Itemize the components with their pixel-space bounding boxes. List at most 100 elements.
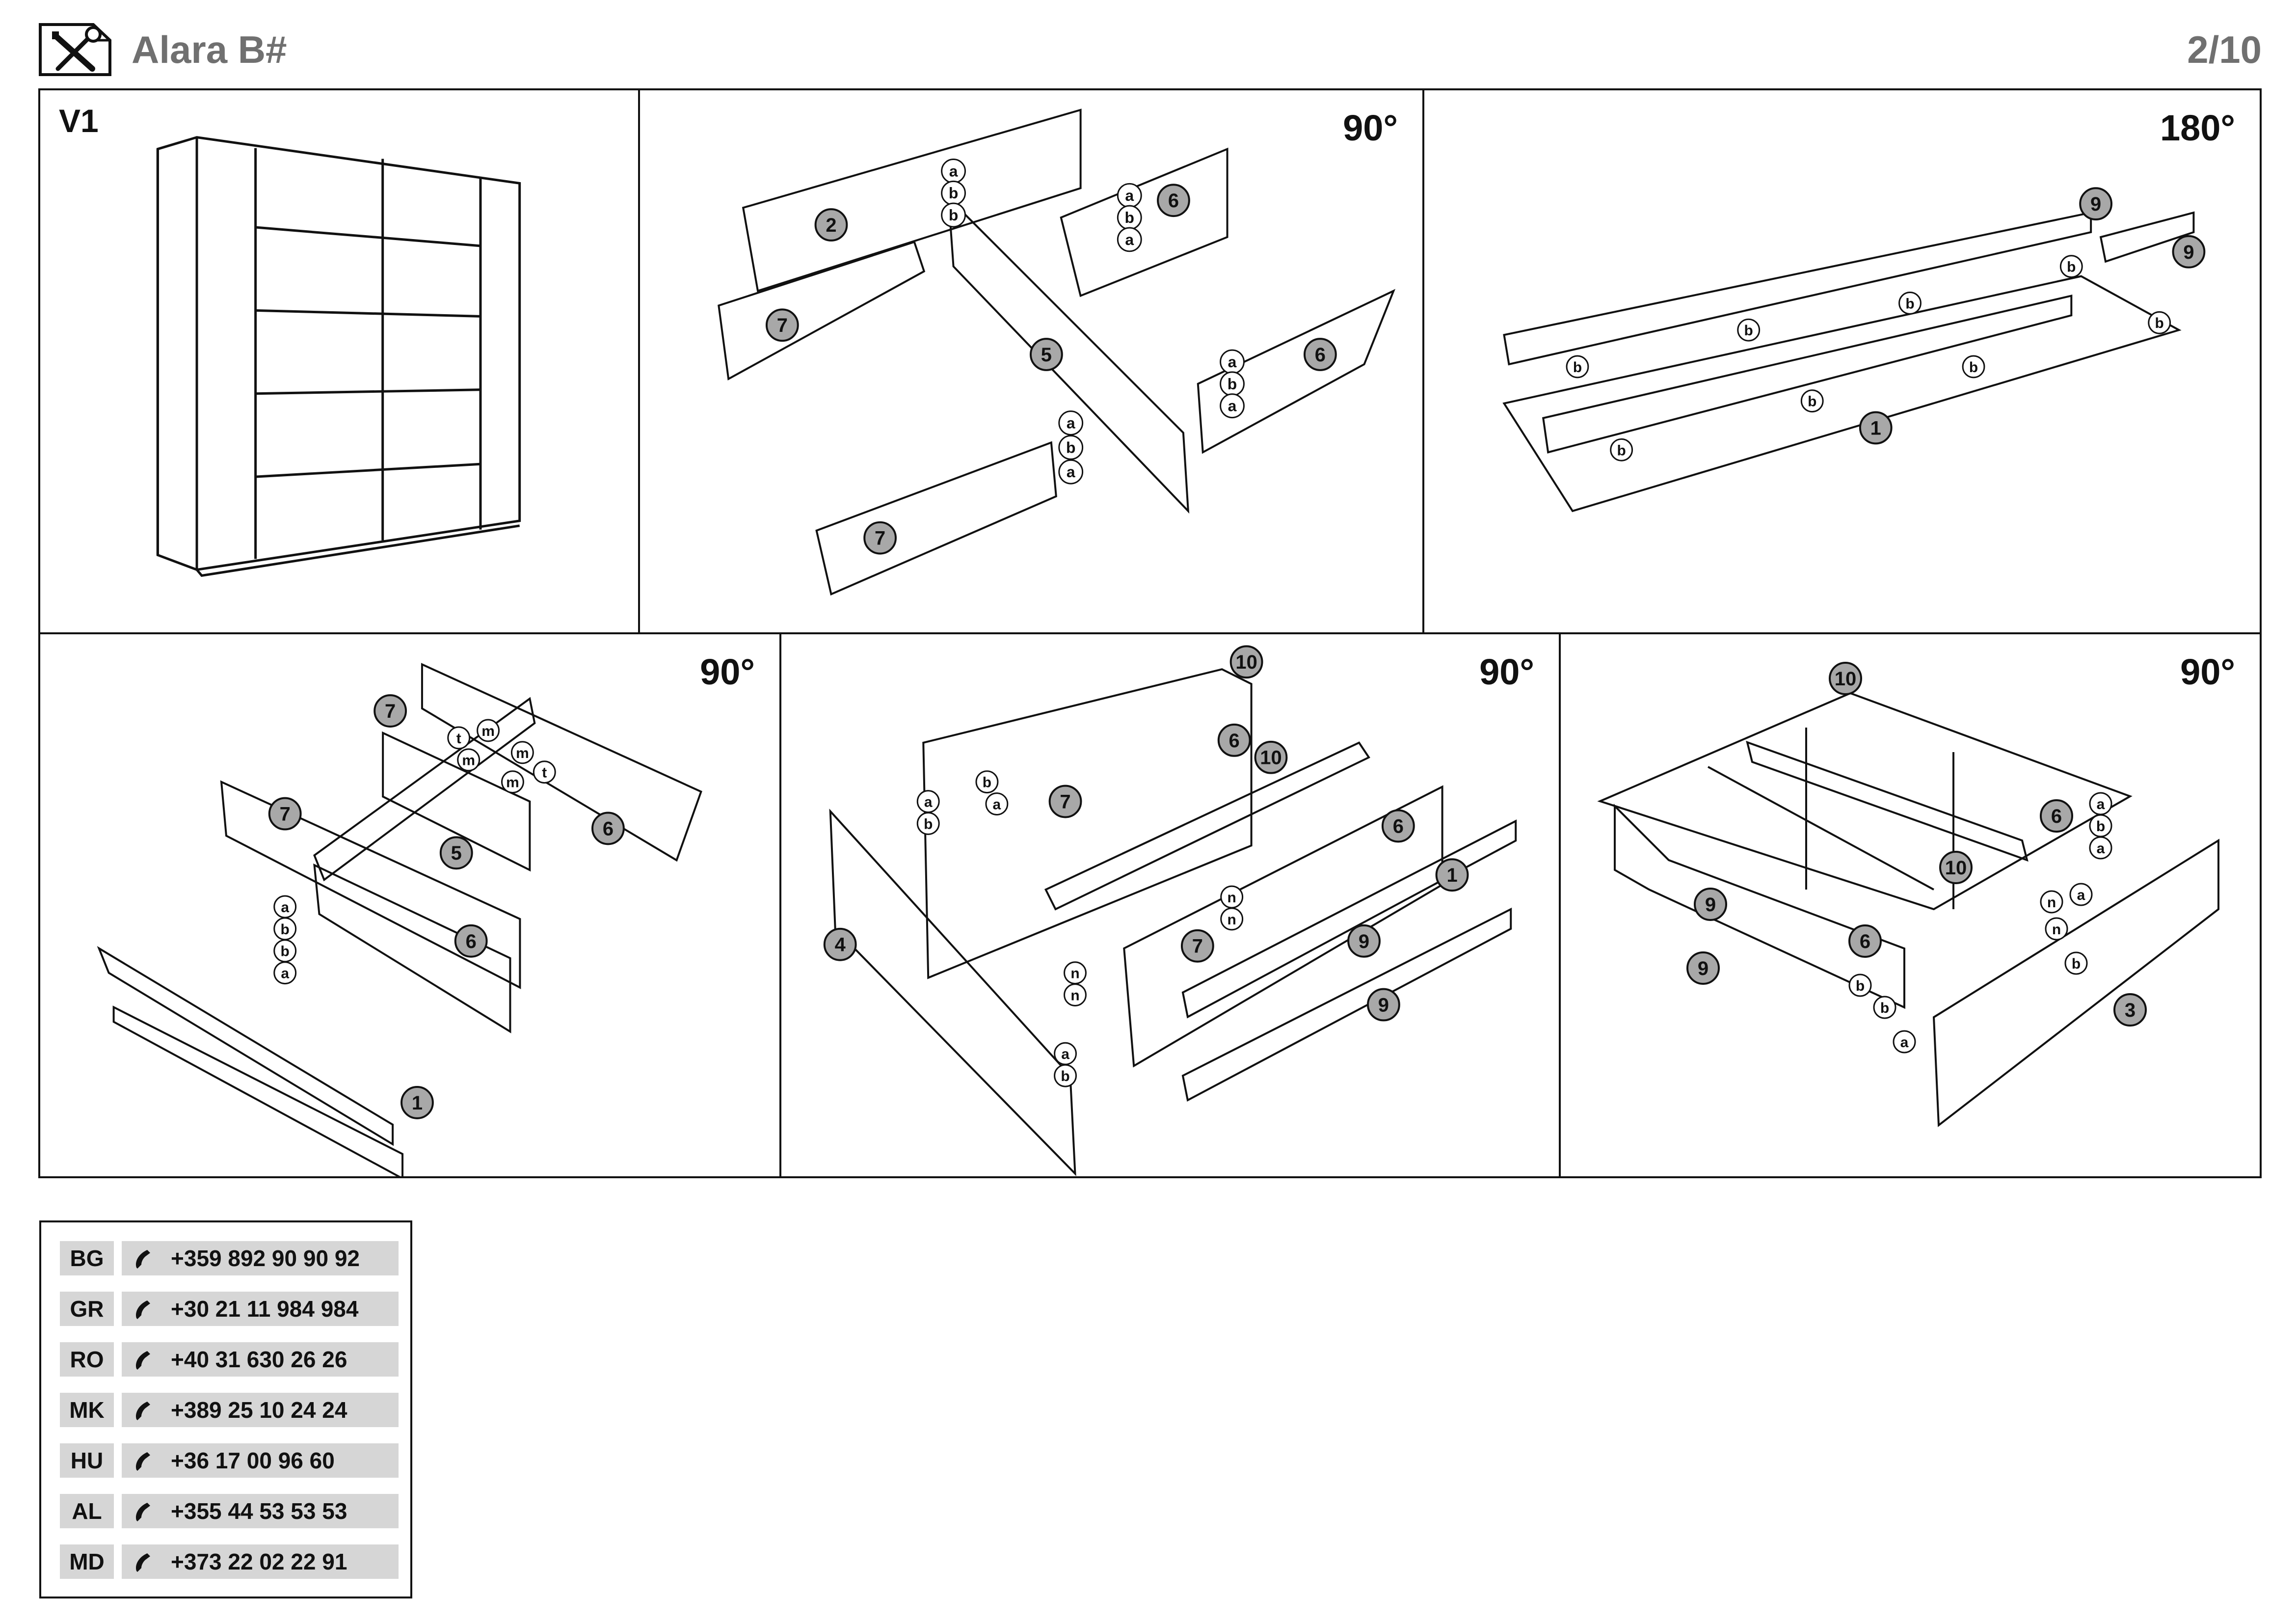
svg-text:7: 7 bbox=[385, 701, 396, 722]
country-code: BG bbox=[60, 1241, 114, 1275]
support-contacts-box: BG +359 892 90 90 92 GR +30 21 11 984 98… bbox=[39, 1220, 412, 1598]
phone-icon bbox=[135, 1402, 150, 1420]
svg-text:b: b bbox=[1228, 375, 1237, 393]
step-illustration: 27 65 67 abb aba aba aba bbox=[718, 108, 1396, 596]
svg-text:b: b bbox=[1573, 359, 1582, 376]
svg-text:a: a bbox=[281, 899, 289, 916]
country-code: AL bbox=[60, 1494, 114, 1528]
country-code: HU bbox=[60, 1443, 114, 1478]
phone-cell: +40 31 630 26 26 bbox=[122, 1342, 399, 1377]
svg-text:b: b bbox=[1808, 394, 1816, 410]
svg-text:1: 1 bbox=[1870, 417, 1881, 439]
phone-number: +36 17 00 96 60 bbox=[171, 1448, 335, 1473]
phone-cell: +359 892 90 90 92 bbox=[122, 1241, 399, 1275]
phone-number: +355 44 53 53 53 bbox=[171, 1498, 347, 1524]
svg-text:7: 7 bbox=[1192, 936, 1203, 957]
variant-label: V1 bbox=[59, 103, 99, 139]
svg-text:b: b bbox=[1905, 296, 1914, 312]
country-code: GR bbox=[60, 1292, 114, 1326]
svg-text:m: m bbox=[506, 775, 519, 791]
svg-text:t: t bbox=[542, 765, 547, 781]
svg-text:9: 9 bbox=[2090, 193, 2101, 215]
svg-text:a: a bbox=[1228, 397, 1237, 415]
svg-text:6: 6 bbox=[1860, 931, 1870, 952]
svg-text:6: 6 bbox=[466, 931, 477, 952]
contact-row: RO +40 31 630 26 26 bbox=[60, 1342, 399, 1377]
svg-text:b: b bbox=[983, 775, 991, 791]
svg-text:a: a bbox=[2097, 840, 2105, 857]
svg-text:n: n bbox=[1070, 966, 1079, 982]
rotation-indicator: 90° bbox=[1479, 651, 1534, 692]
svg-text:1: 1 bbox=[412, 1092, 423, 1114]
svg-text:a: a bbox=[1067, 414, 1075, 432]
contact-row: BG +359 892 90 90 92 bbox=[60, 1241, 399, 1275]
svg-text:a: a bbox=[993, 796, 1001, 812]
svg-text:4: 4 bbox=[835, 934, 846, 956]
svg-text:9: 9 bbox=[1705, 894, 1716, 916]
phone-number: +30 21 11 984 984 bbox=[171, 1296, 359, 1322]
svg-text:a: a bbox=[1125, 187, 1134, 204]
svg-text:9: 9 bbox=[1378, 994, 1389, 1016]
svg-text:6: 6 bbox=[2051, 806, 2062, 827]
svg-text:6: 6 bbox=[1393, 815, 1404, 837]
phone-icon bbox=[135, 1300, 150, 1319]
svg-text:7: 7 bbox=[280, 803, 291, 825]
phone-cell: +30 21 11 984 984 bbox=[122, 1292, 399, 1326]
rotation-indicator: 90° bbox=[700, 651, 755, 692]
svg-text:n: n bbox=[2047, 894, 2056, 911]
svg-text:b: b bbox=[1125, 209, 1134, 226]
country-code: RO bbox=[60, 1342, 114, 1377]
svg-text:b: b bbox=[2096, 818, 2105, 835]
contact-row: HU +36 17 00 96 60 bbox=[60, 1443, 399, 1478]
svg-text:t: t bbox=[456, 731, 461, 747]
svg-text:m: m bbox=[462, 753, 475, 769]
tools-icon bbox=[39, 23, 111, 76]
svg-text:b: b bbox=[1617, 442, 1626, 459]
svg-text:n: n bbox=[1070, 988, 1079, 1004]
svg-text:n: n bbox=[1228, 912, 1236, 928]
svg-text:10: 10 bbox=[1235, 651, 1257, 673]
svg-text:b: b bbox=[1061, 1068, 1069, 1084]
svg-text:7: 7 bbox=[875, 528, 885, 549]
phone-icon bbox=[135, 1351, 150, 1370]
country-code: MD bbox=[60, 1544, 114, 1579]
svg-text:b: b bbox=[2072, 956, 2081, 972]
svg-text:a: a bbox=[281, 966, 289, 982]
svg-text:6: 6 bbox=[1229, 730, 1240, 752]
svg-text:b: b bbox=[281, 944, 290, 960]
svg-text:a: a bbox=[949, 162, 958, 180]
svg-text:b: b bbox=[949, 206, 958, 224]
contact-row: GR +30 21 11 984 984 bbox=[60, 1292, 399, 1326]
svg-text:m: m bbox=[481, 723, 495, 739]
svg-text:7: 7 bbox=[777, 315, 788, 336]
svg-text:a: a bbox=[2097, 796, 2105, 812]
svg-text:6: 6 bbox=[1315, 344, 1326, 366]
svg-text:7: 7 bbox=[1060, 791, 1070, 812]
svg-text:a: a bbox=[1067, 463, 1075, 481]
svg-text:m: m bbox=[516, 745, 529, 761]
svg-text:2: 2 bbox=[826, 215, 836, 236]
phone-number: +359 892 90 90 92 bbox=[171, 1245, 360, 1271]
contact-row: AL +355 44 53 53 53 bbox=[60, 1494, 399, 1528]
svg-text:10: 10 bbox=[1945, 857, 1967, 879]
svg-text:a: a bbox=[924, 794, 933, 811]
svg-text:9: 9 bbox=[1359, 931, 1369, 952]
phone-cell: +36 17 00 96 60 bbox=[122, 1443, 399, 1478]
step-illustration: 991 bbb bbb bb bbox=[1502, 187, 2206, 513]
rotation-indicator: 90° bbox=[2180, 651, 2235, 692]
country-code: MK bbox=[60, 1393, 114, 1427]
product-name: Alara B# bbox=[132, 28, 287, 71]
rotation-indicator: 180° bbox=[2160, 108, 2235, 148]
svg-text:b: b bbox=[949, 184, 958, 202]
phone-number: +40 31 630 26 26 bbox=[171, 1347, 347, 1372]
svg-text:a: a bbox=[1125, 231, 1134, 248]
contact-row: MD +373 22 02 22 91 bbox=[60, 1544, 399, 1579]
svg-text:a: a bbox=[1228, 353, 1237, 371]
phone-icon bbox=[135, 1503, 150, 1521]
